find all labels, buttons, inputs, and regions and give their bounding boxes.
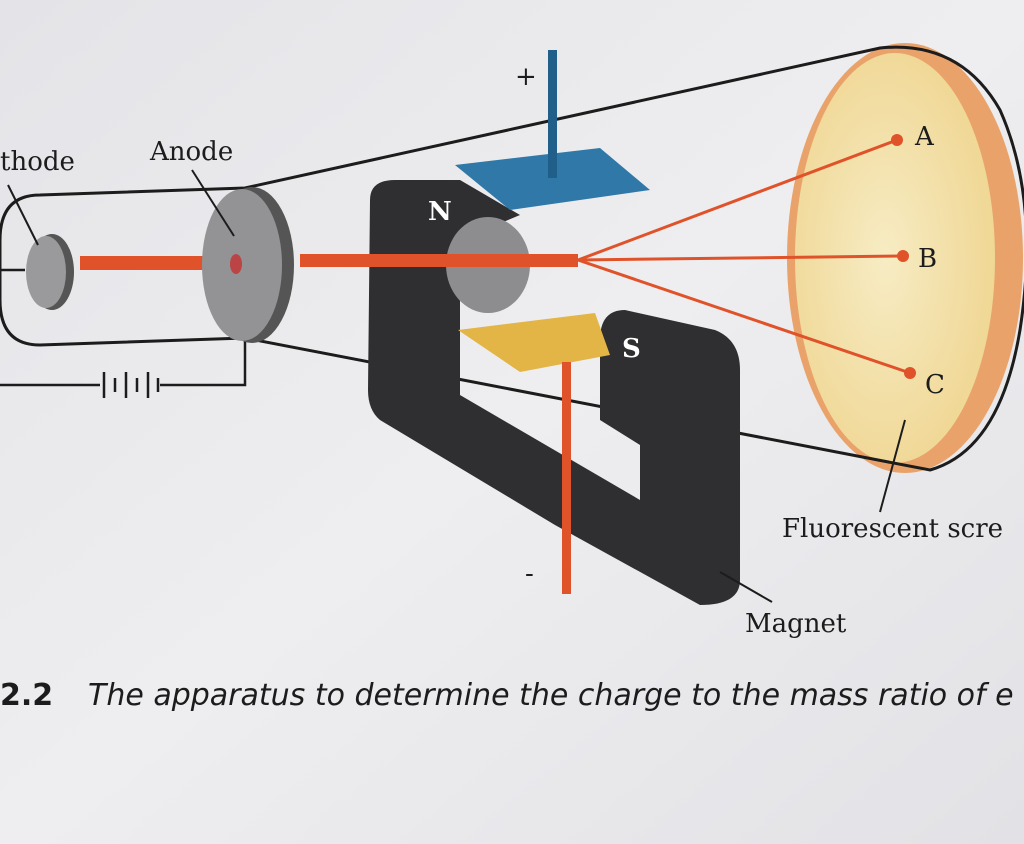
point-b-marker: [897, 250, 909, 262]
point-c-label: C: [925, 370, 945, 400]
magnet-label: Magnet: [745, 609, 847, 639]
point-a-label: A: [914, 122, 935, 152]
battery-circuit: [0, 268, 247, 398]
point-a-marker: [891, 134, 903, 146]
point-c-marker: [904, 367, 916, 379]
negative-plate: [458, 313, 610, 594]
anode-label: Anode: [149, 137, 233, 167]
point-b-label: B: [918, 244, 937, 274]
anode-pointer: [191, 169, 235, 237]
negative-sign: -: [525, 559, 534, 589]
electron-beam-segment: [80, 256, 240, 270]
cathode-disc: [26, 234, 74, 310]
cathode-label: thode: [0, 147, 75, 177]
magnet-pointer: [719, 571, 773, 603]
positive-plate: [455, 50, 650, 210]
discharge-tube-outline: [0, 45, 1024, 472]
electron-beams: [300, 138, 911, 375]
north-pole-label: N: [428, 197, 452, 227]
screen-label: Fluorescent scre: [782, 514, 1003, 544]
cathode-pointer: [7, 184, 39, 246]
south-pole-label: S: [622, 334, 641, 364]
figure-number: 2.2: [0, 678, 53, 713]
figure-caption: The apparatus to determine the charge to…: [88, 678, 1014, 713]
positive-sign: +: [515, 62, 537, 92]
anode-disc: [202, 187, 294, 343]
screen-pointer: [879, 419, 906, 513]
